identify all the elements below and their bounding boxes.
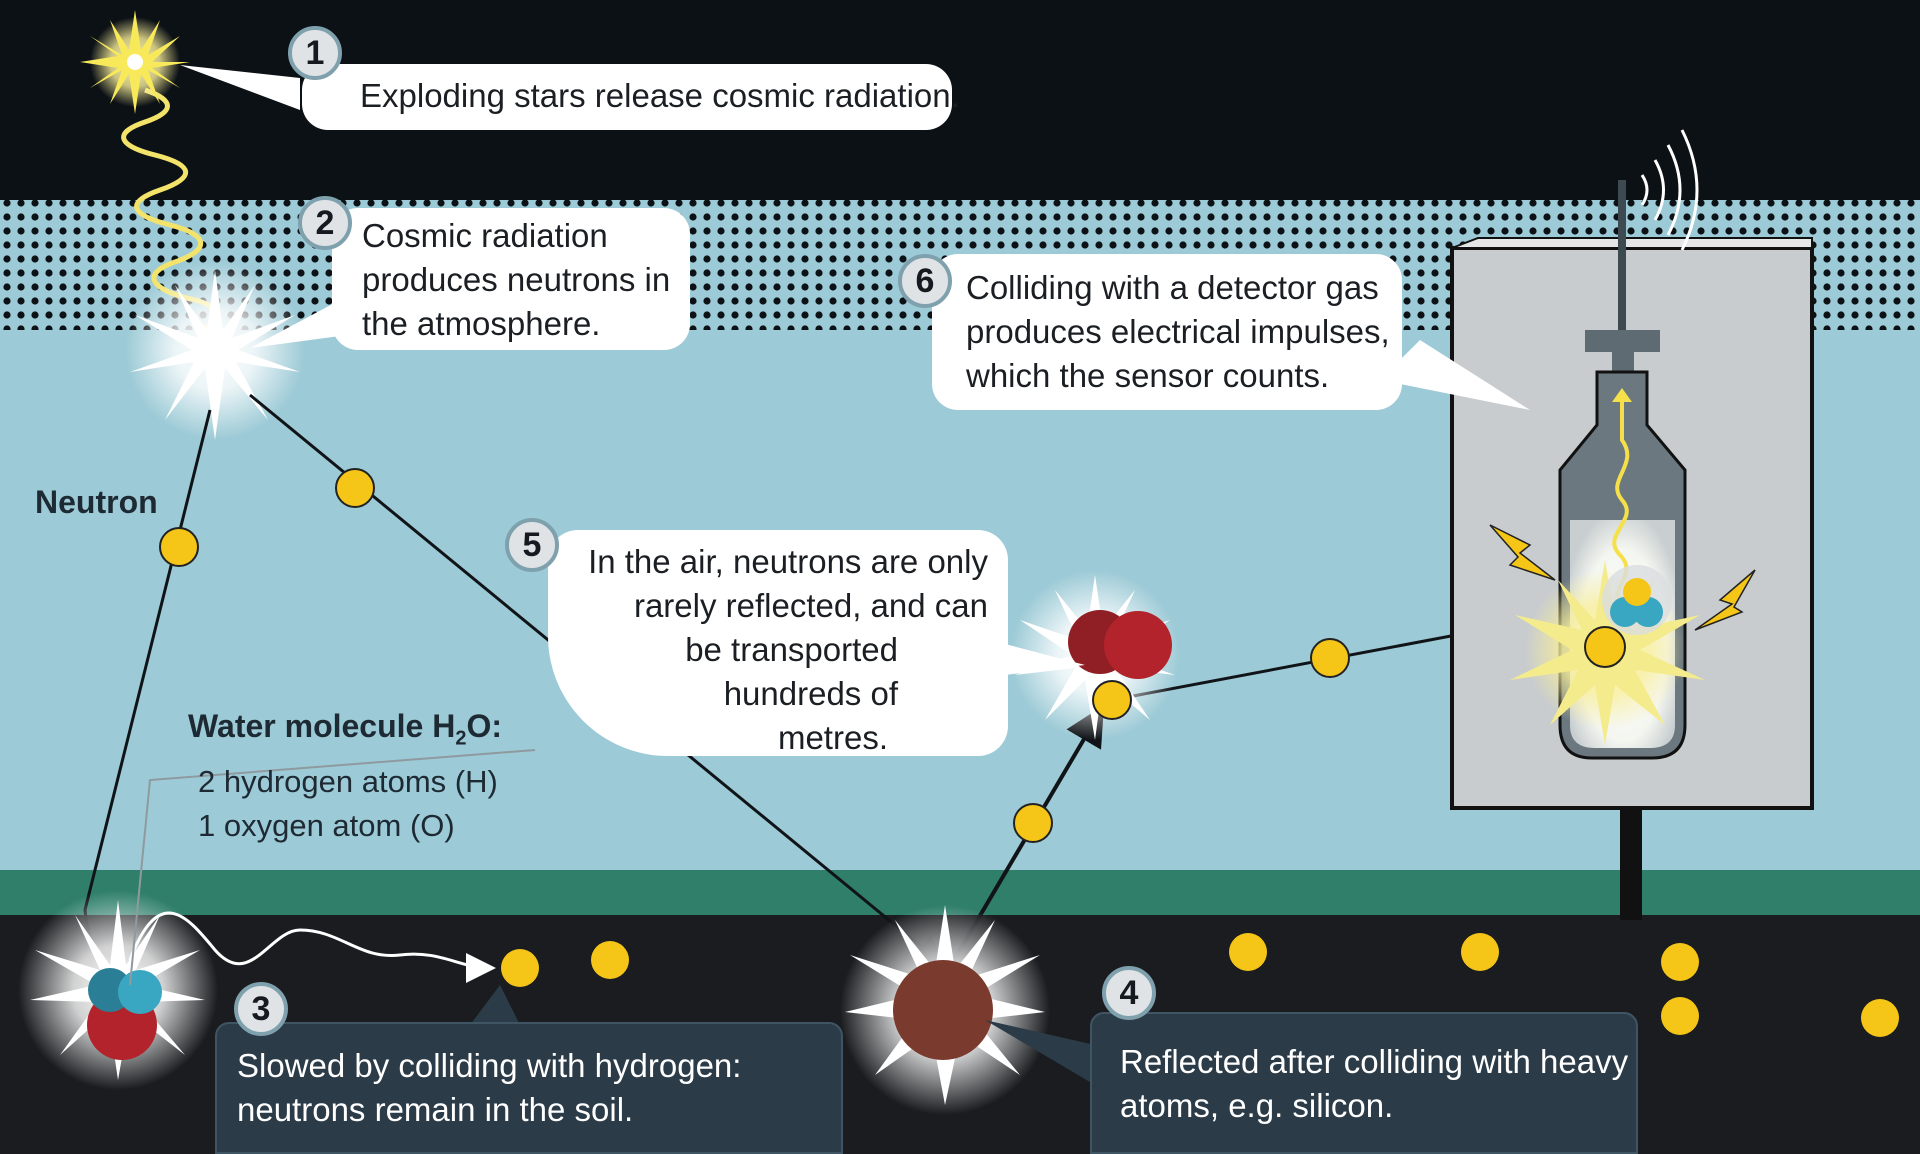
neutron-icon [335, 468, 375, 508]
silicon-atom-icon [893, 960, 993, 1060]
hydrogen-collision-burst [18, 890, 218, 1090]
callout-4: Reflected after colliding with heavy ato… [1090, 1012, 1638, 1154]
neutron-icon [1310, 638, 1350, 678]
step-badge-3: 3 [234, 982, 288, 1036]
air-molecule-icon [1104, 611, 1172, 679]
callout-tail-3 [470, 985, 520, 1025]
callout-6-line-3: which the sensor counts. [966, 357, 1330, 394]
neutron-icon [1229, 933, 1267, 971]
callout-5-line-5: metres. [777, 719, 888, 756]
step-badge-4: 4 [1102, 966, 1156, 1020]
callout-2-line-3: the atmosphere. [362, 305, 601, 342]
air-reflection-burst [1010, 570, 1180, 740]
callout-3: Slowed by colliding with hydrogen: neutr… [215, 1022, 843, 1154]
callout-3-line-2: neutrons remain in the soil. [237, 1091, 634, 1128]
step-badge-5: 5 [505, 518, 559, 572]
neutron-group [159, 468, 1899, 1037]
callout-5-line-4: hundreds of [723, 675, 898, 712]
step-badge-6: 6 [898, 254, 952, 308]
hydrogen-atom-icon [118, 970, 162, 1014]
callout-tail-1 [180, 65, 300, 110]
callout-4-line-2: atoms, e.g. silicon. [1120, 1087, 1394, 1124]
water-molecule-title: Water molecule H2O: [188, 708, 502, 750]
neutron-icon [1092, 680, 1132, 720]
callout-6: Colliding with a detector gas produces e… [932, 254, 1402, 410]
callout-5: In the air, neutrons are only rarely ref… [548, 530, 1008, 756]
callout-5-line-2: rarely reflected, and can [633, 587, 988, 624]
water-title-subscript: 2 [455, 727, 467, 750]
step-badge-1: 1 [288, 26, 342, 80]
callout-5-line-1: In the air, neutrons are only [588, 543, 988, 580]
neutron-icon [501, 949, 539, 987]
neutron-icon [1661, 997, 1699, 1035]
atmosphere-collision-burst [125, 260, 305, 440]
step-badge-2: 2 [298, 196, 352, 250]
neutron-icon [1461, 933, 1499, 971]
callout-2-line-1: Cosmic radiation [362, 217, 608, 254]
silicon-collision-burst [840, 905, 1050, 1115]
water-title-end: O: [466, 708, 502, 744]
water-label-leader [129, 749, 536, 986]
neutron-icon [1013, 803, 1053, 843]
neutron-icon [1661, 943, 1699, 981]
callout-tail-4 [985, 1020, 1095, 1085]
callout-1: Exploding stars release cosmic radiation… [302, 64, 960, 130]
radio-wave-icon [1640, 129, 1699, 251]
lightning-icon [1694, 569, 1756, 631]
callout-4-line-1: Reflected after colliding with heavy [1120, 1043, 1629, 1080]
callout-1-line: Exploding stars release cosmic radiation… [360, 77, 960, 114]
callout-6-line-1: Colliding with a detector gas [966, 269, 1379, 306]
callout-2: Cosmic radiation produces neutrons in th… [332, 208, 690, 350]
neutron-label: Neutron [35, 484, 158, 520]
neutron-icon [1861, 999, 1899, 1037]
star-burst-icon [80, 10, 190, 114]
callout-2-line-2: produces neutrons in [362, 261, 671, 298]
callout-5-line-3: be transported [685, 631, 898, 668]
neutron-icon [591, 941, 629, 979]
neutron-icon [159, 527, 199, 567]
water-title-text: Water molecule H [188, 708, 456, 744]
water-hydrogen-line: 2 hydrogen atoms (H) [198, 764, 498, 799]
callout-tail-6 [1380, 340, 1530, 410]
detector-icon [1450, 129, 1814, 920]
callout-6-line-2: produces electrical impulses, [966, 313, 1390, 350]
lightning-icon [1489, 524, 1556, 581]
water-oxygen-line: 1 oxygen atom (O) [198, 808, 455, 843]
callout-3-line-1: Slowed by colliding with hydrogen: [237, 1047, 742, 1084]
